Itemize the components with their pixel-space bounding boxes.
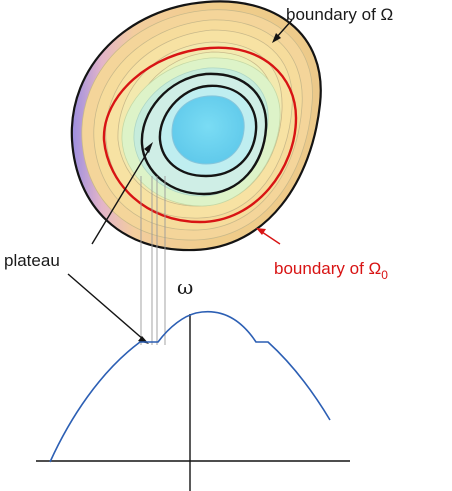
arrowhead-boundary-omega0 [256, 228, 266, 235]
boundary-omega-label: boundary of Ω [286, 5, 393, 24]
arrow-to-boundary-omega0 [261, 231, 281, 245]
maximum-core [171, 95, 245, 165]
arrowhead-plateau-level [144, 142, 153, 153]
plateau-label: plateau [4, 251, 60, 270]
profile-curve [49, 311, 331, 463]
function-graph [36, 311, 350, 491]
arrow-to-boundary-omega [275, 19, 293, 39]
arrowhead-boundary-omega [272, 33, 281, 43]
projection-lines [140, 176, 166, 345]
boundary-omega-curve [70, 0, 322, 252]
boundary-omega0-curve [102, 46, 298, 224]
boundary-omega0-subscript: 0 [381, 268, 388, 282]
boundary-omega0-text: boundary of Ω [274, 259, 381, 278]
arrow-plateau-to-graph [67, 273, 145, 341]
arrow-plateau-to-level [91, 147, 151, 245]
boundary-omega0-label: boundary of Ω0 [274, 259, 388, 282]
domain-omega [70, 0, 322, 252]
omega-label: ω [177, 275, 193, 299]
